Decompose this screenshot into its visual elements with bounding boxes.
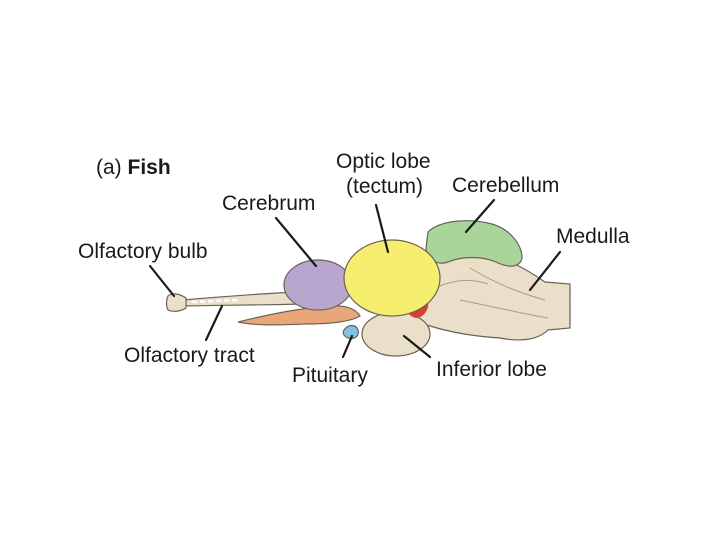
- label-pituitary: Pituitary: [292, 364, 368, 387]
- medulla-fold: [459, 299, 549, 319]
- olfactory-tract-shape: [237, 305, 361, 326]
- labels: (a) Fish Optic lobe (tectum) Cerebellum …: [78, 150, 630, 387]
- olfactory-stalk-dash: [191, 298, 241, 304]
- leader-olfactory-bulb: [148, 264, 176, 298]
- label-cerebrum: Cerebrum: [222, 192, 315, 215]
- panel-title-text: Fish: [128, 156, 171, 179]
- leader-cerebellum: [464, 198, 496, 234]
- leader-cerebrum: [274, 216, 318, 268]
- olfactory-stalk: [181, 291, 301, 307]
- cerebrum-shape: [283, 259, 353, 311]
- label-optic-lobe-line2: (tectum): [346, 175, 423, 198]
- label-inferior-lobe: Inferior lobe: [436, 358, 547, 381]
- leader-optic-lobe: [374, 203, 390, 254]
- optic-lobe-shape: [343, 239, 441, 317]
- brain-illustration: [165, 220, 571, 357]
- medulla-fold: [439, 279, 489, 287]
- label-olfactory-tract: Olfactory tract: [124, 344, 255, 367]
- pituitary-shape: [342, 324, 359, 340]
- label-cerebellum: Cerebellum: [452, 174, 559, 197]
- label-olfactory-bulb: Olfactory bulb: [78, 240, 208, 263]
- leader-pituitary: [341, 334, 354, 359]
- panel-prefix: (a): [96, 156, 128, 179]
- olfactory-bulb-shape: [165, 293, 187, 312]
- leader-medulla: [528, 250, 562, 292]
- label-optic-lobe-line1: Optic lobe: [336, 150, 431, 173]
- leader-inferior-lobe: [402, 334, 432, 359]
- leader-olfactory-tract: [204, 304, 224, 342]
- leader-lines: [148, 198, 562, 359]
- label-medulla: Medulla: [556, 225, 630, 248]
- panel-title: (a) Fish: [96, 156, 171, 179]
- cerebellum-shape: [425, 220, 523, 267]
- medulla-fold: [469, 267, 546, 301]
